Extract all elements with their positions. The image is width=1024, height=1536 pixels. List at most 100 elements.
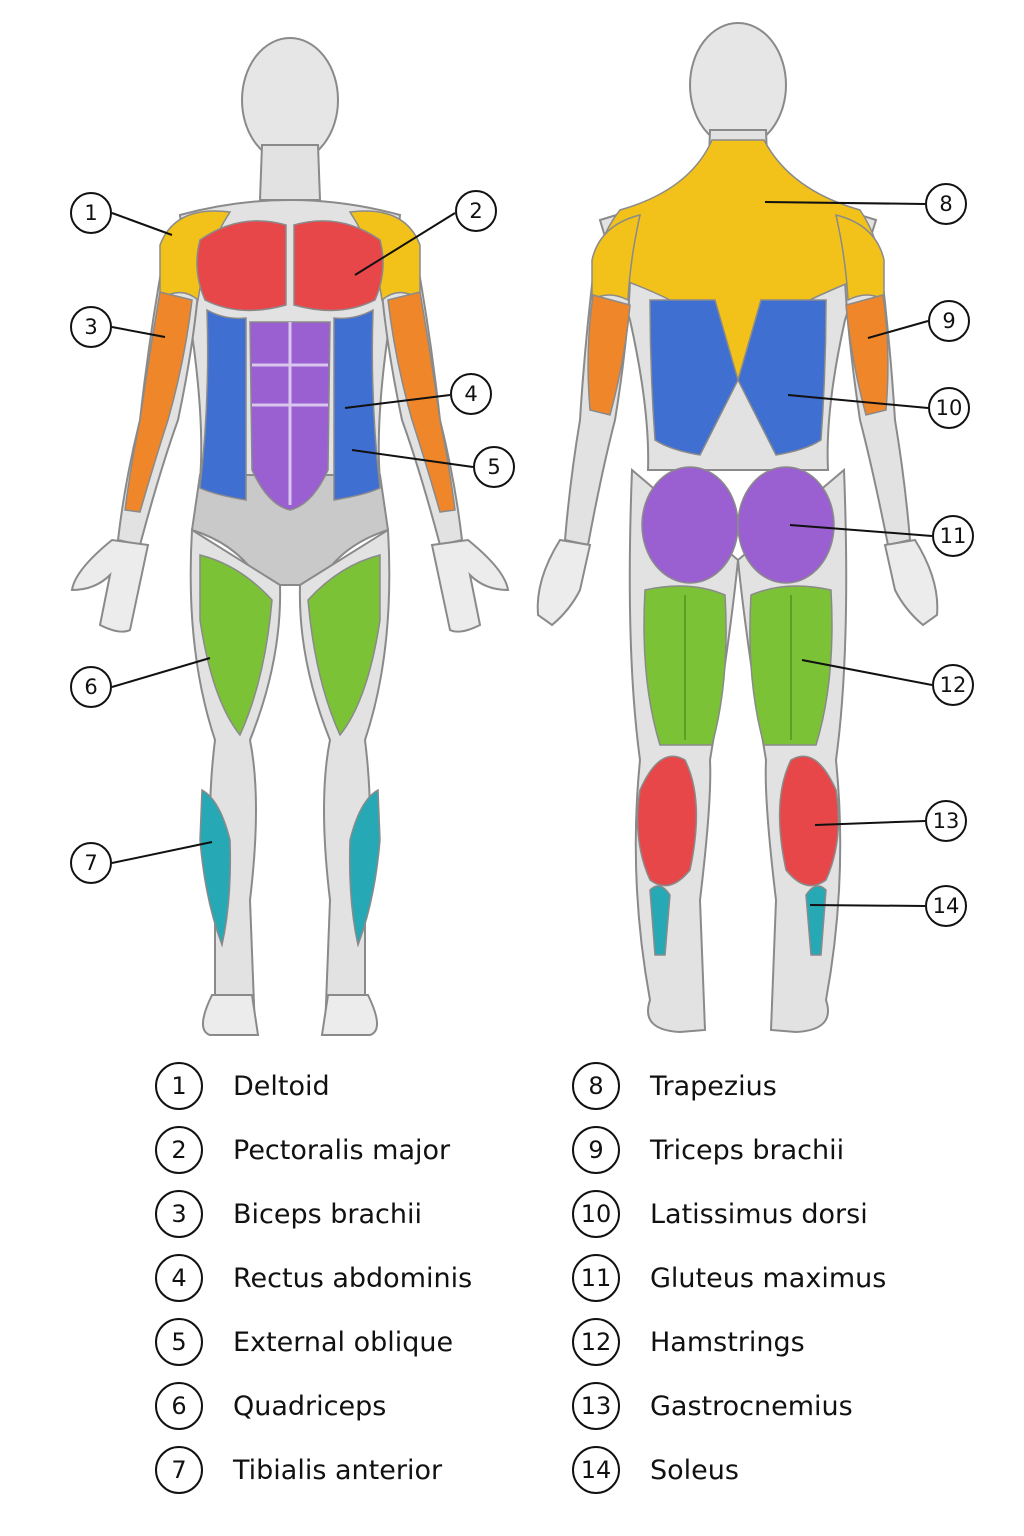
legend-item: 8 Trapezius — [572, 1060, 777, 1112]
legend: 1 Deltoid 2 Pectoralis major 3 Biceps br… — [0, 1060, 1024, 1530]
leader-line-8 — [764, 201, 926, 205]
legend-label: Latissimus dorsi — [650, 1198, 868, 1230]
legend-item: 7 Tibialis anterior — [155, 1444, 442, 1496]
legend-number-badge: 14 — [572, 1446, 620, 1494]
callout-badge-3: 3 — [70, 306, 112, 348]
legend-number-badge: 7 — [155, 1446, 203, 1494]
front-right-quadriceps — [307, 554, 381, 737]
back-left-latissimus — [649, 299, 739, 456]
leader-line-14 — [809, 904, 926, 907]
leader-line-2 — [354, 212, 456, 276]
leader-lines — [111, 201, 933, 907]
legend-number-badge: 13 — [572, 1382, 620, 1430]
legend-label: Tibialis anterior — [233, 1454, 443, 1486]
legend-item: 5 External oblique — [155, 1316, 453, 1368]
legend-label: Gluteus maximus — [650, 1262, 887, 1294]
front-left-quadriceps — [199, 554, 273, 737]
back-left-hand — [536, 538, 592, 627]
back-right-soleus — [805, 885, 827, 956]
legend-item: 2 Pectoralis major — [155, 1124, 450, 1176]
legend-item: 13 Gastrocnemius — [572, 1380, 853, 1432]
callout-badge-7: 7 — [70, 842, 112, 884]
legend-number-badge: 9 — [572, 1126, 620, 1174]
legend-number-badge: 1 — [155, 1062, 203, 1110]
legend-label: Deltoid — [233, 1070, 330, 1102]
leader-line-3 — [111, 326, 166, 338]
callout-badge-12: 12 — [932, 664, 974, 706]
legend-item: 11 Gluteus maximus — [572, 1252, 886, 1304]
leader-line-6 — [111, 657, 211, 688]
callout-badge-11: 11 — [932, 515, 974, 557]
legend-item: 1 Deltoid — [155, 1060, 330, 1112]
front-neck — [258, 144, 322, 201]
callout-badge-13: 13 — [925, 800, 967, 842]
front-head — [241, 37, 339, 163]
back-left-gastrocnemius — [636, 755, 698, 887]
legend-item: 10 Latissimus dorsi — [572, 1188, 868, 1240]
front-left-biceps — [124, 291, 193, 513]
legend-label: Soleus — [650, 1454, 739, 1486]
leader-line-7 — [111, 841, 213, 864]
legend-label: Pectoralis major — [233, 1134, 451, 1166]
legend-label: External oblique — [233, 1326, 454, 1358]
callout-badge-1: 1 — [70, 192, 112, 234]
legend-item: 4 Rectus abdominis — [155, 1252, 472, 1304]
leader-line-13 — [814, 820, 926, 826]
legend-number-badge: 3 — [155, 1190, 203, 1238]
legend-item: 6 Quadriceps — [155, 1380, 386, 1432]
legend-number-badge: 12 — [572, 1318, 620, 1366]
legend-number-badge: 8 — [572, 1062, 620, 1110]
callout-badge-5: 5 — [473, 446, 515, 488]
back-body — [536, 22, 939, 1034]
back-right-triceps — [845, 294, 889, 416]
back-right-gastrocnemius — [778, 755, 840, 887]
leader-line-11 — [789, 524, 933, 537]
legend-label: Triceps brachii — [650, 1134, 845, 1166]
legend-label: Trapezius — [650, 1070, 777, 1102]
callout-badge-6: 6 — [70, 666, 112, 708]
front-right-biceps — [387, 291, 456, 513]
legend-item: 14 Soleus — [572, 1444, 739, 1496]
legend-label: Biceps brachii — [233, 1198, 423, 1230]
muscle-anatomy-figure: 1 2 3 4 5 6 7 8 9 10 11 12 13 14 — [70, 22, 974, 1036]
callout-badge-14: 14 — [925, 885, 967, 927]
back-left-soleus — [649, 885, 671, 956]
legend-number-badge: 10 — [572, 1190, 620, 1238]
front-left-pectoralis — [196, 220, 287, 312]
callout-badge-2: 2 — [455, 190, 497, 232]
legend-label: Hamstrings — [650, 1326, 805, 1358]
legend-item: 9 Triceps brachii — [572, 1124, 844, 1176]
back-right-gluteus — [737, 466, 835, 584]
leader-line-10 — [787, 394, 929, 409]
leader-line-4 — [344, 394, 451, 409]
callout-badge-8: 8 — [925, 183, 967, 225]
back-left-triceps — [587, 294, 631, 416]
back-right-deltoid — [835, 213, 885, 302]
back-left-gluteus — [641, 466, 739, 584]
legend-label: Gastrocnemius — [650, 1390, 853, 1422]
legend-label: Rectus abdominis — [233, 1262, 473, 1294]
callout-badge-10: 10 — [928, 387, 970, 429]
back-left-deltoid — [591, 213, 641, 302]
legend-item: 3 Biceps brachii — [155, 1188, 422, 1240]
leader-line-12 — [801, 659, 933, 686]
back-right-latissimus — [737, 299, 827, 456]
legend-number-badge: 2 — [155, 1126, 203, 1174]
callout-badge-9: 9 — [928, 300, 970, 342]
front-left-oblique — [199, 308, 247, 501]
callout-badge-4: 4 — [450, 373, 492, 415]
back-head — [689, 22, 787, 148]
legend-number-badge: 11 — [572, 1254, 620, 1302]
legend-number-badge: 6 — [155, 1382, 203, 1430]
front-left-tibialis — [199, 788, 232, 948]
front-right-tibialis — [348, 788, 381, 948]
front-right-hand — [430, 538, 510, 633]
legend-number-badge: 5 — [155, 1318, 203, 1366]
leader-line-5 — [351, 449, 474, 468]
legend-label: Quadriceps — [233, 1390, 387, 1422]
front-right-foot — [320, 994, 378, 1036]
legend-item: 12 Hamstrings — [572, 1316, 805, 1368]
legend-number-badge: 4 — [155, 1254, 203, 1302]
leader-line-1 — [111, 212, 173, 236]
front-left-hand — [70, 538, 150, 633]
